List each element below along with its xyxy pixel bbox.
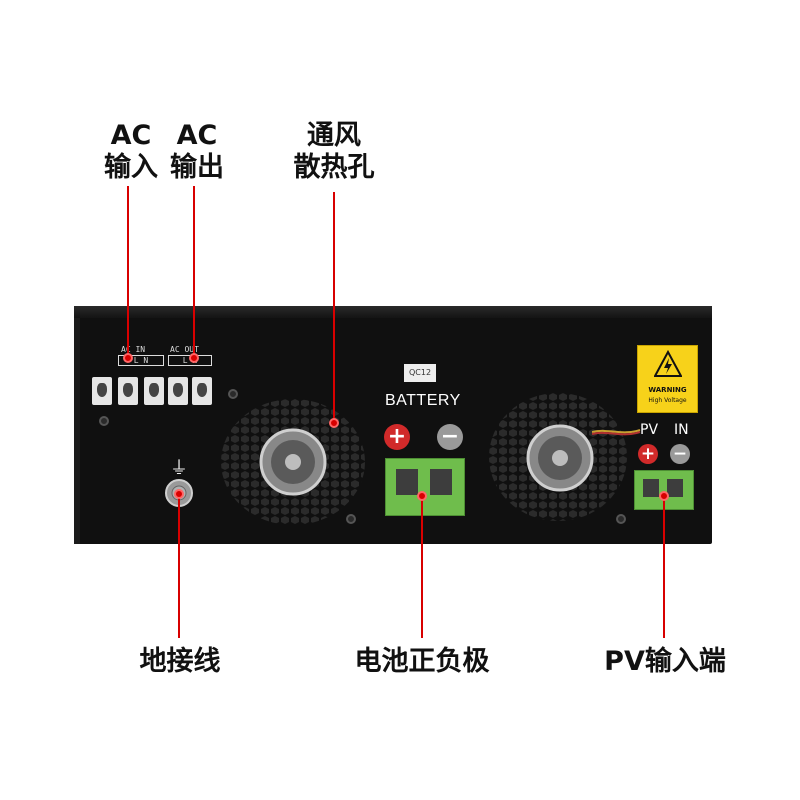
screw-hole-ac-right (228, 389, 238, 399)
ac-input-callout-line1: AC (110, 120, 152, 151)
pv-callout: PV输入端 (604, 646, 726, 677)
warning-title: WARNING (648, 386, 687, 394)
pv-terminal-slot-positive[interactable] (643, 479, 659, 497)
screw-hole-fan-right (616, 514, 626, 524)
battery-terminal[interactable] (385, 458, 465, 516)
ac-terminal-3[interactable] (144, 377, 164, 405)
ground-icon: ⏚ (170, 458, 188, 479)
pv-plus-icon: + (638, 444, 658, 464)
battery-minus-icon: − (437, 424, 463, 450)
ac-terminal-4[interactable] (168, 377, 188, 405)
screw-hole-fan-left (346, 514, 356, 524)
vent-callout: 通风 散热孔 (282, 120, 386, 184)
ground-callout-dot (174, 489, 184, 499)
ac-output-callout-line1: AC (176, 120, 218, 151)
pv-callout-dot (659, 491, 669, 501)
ac-terminal-2[interactable] (118, 377, 138, 405)
vent-callout-dot (329, 418, 339, 428)
battery-label: BATTERY (385, 392, 461, 409)
battery-plus-icon: + (384, 424, 410, 450)
ac-terminal-5[interactable] (192, 377, 212, 405)
warning-subtitle: High Voltage (648, 397, 687, 404)
ac-output-callout-dot (189, 353, 199, 363)
ac-in-term-letters: L N (133, 356, 149, 365)
high-voltage-warning-icon (654, 350, 682, 377)
pv-minus-icon: − (670, 444, 690, 464)
pv-callout-line (663, 496, 665, 638)
ac-in-label: AC IN (121, 345, 146, 354)
pv-in-label: IN (674, 422, 689, 438)
warning-sticker: WARNING High Voltage (637, 345, 698, 413)
ac-input-callout-line (127, 186, 129, 358)
ac-output-callout-line (193, 186, 195, 358)
ac-output-callout-line2: 输出 (170, 152, 224, 183)
screw-hole-left (99, 416, 109, 426)
ac-input-callout-line2: 输入 (104, 152, 158, 183)
vent-callout-line1: 通风 (307, 120, 361, 151)
ac-in-term-strip: L N (118, 355, 164, 366)
battery-terminal-slot-negative[interactable] (430, 469, 452, 495)
ground-callout: 地接线 (139, 646, 221, 677)
fan-wire-icon (592, 429, 641, 436)
battery-callout-line (421, 496, 423, 638)
ac-terminal-1[interactable] (92, 377, 112, 405)
fan-left-icon (221, 399, 365, 525)
fan-right-icon (489, 393, 627, 521)
device-lid (74, 306, 712, 318)
device-left-edge (74, 318, 80, 544)
battery-callout-dot (417, 491, 427, 501)
ac-input-callout-dot (123, 353, 133, 363)
qc-label: QC12 (404, 364, 436, 382)
ac-out-label: AC OUT (170, 345, 199, 354)
pv-label: PV (640, 422, 659, 438)
battery-callout: 电池正负极 (354, 646, 490, 677)
vent-callout-line (333, 192, 335, 424)
ac-input-callout: AC 输入 (98, 120, 164, 184)
vent-callout-line2: 散热孔 (293, 152, 375, 183)
pv-terminal-slot-negative[interactable] (667, 479, 683, 497)
battery-terminal-slot-positive[interactable] (396, 469, 418, 495)
ground-callout-line (178, 494, 180, 638)
ac-output-callout: AC 输出 (164, 120, 230, 184)
